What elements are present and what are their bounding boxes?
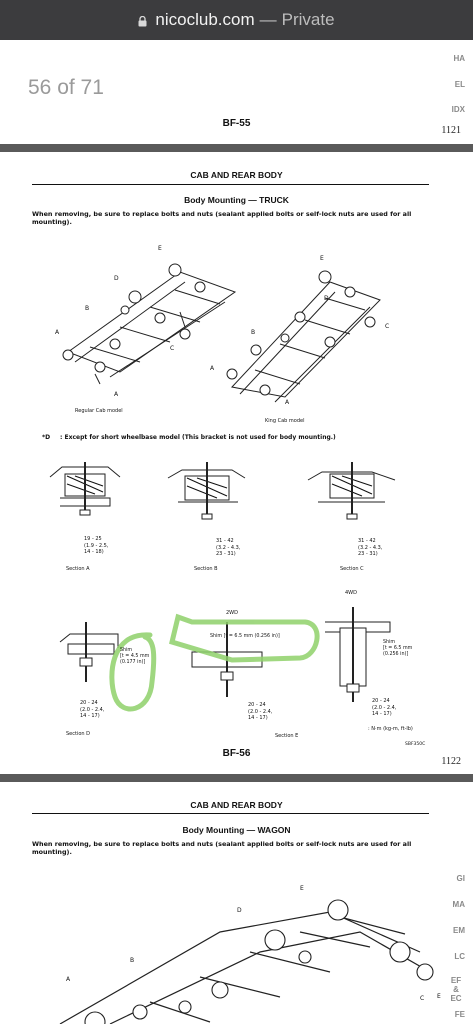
torque-a: 19 - 25(1.9 - 2.5,14 - 18) bbox=[84, 536, 109, 555]
model-label-regular: Regular Cab model bbox=[75, 408, 123, 414]
callout-c: C bbox=[385, 323, 389, 330]
side-tab: GI bbox=[456, 874, 465, 883]
lock-icon bbox=[138, 15, 147, 27]
svg-text:D: D bbox=[237, 907, 242, 914]
side-tab: FE bbox=[454, 1010, 465, 1019]
callout-d: D bbox=[114, 275, 119, 282]
section-label-e: Section E bbox=[275, 733, 299, 739]
address-bar[interactable]: nicoclub.com — Private bbox=[0, 0, 473, 40]
section-title: CAB AND REAR BODY bbox=[190, 800, 283, 810]
footnote-marker: *D bbox=[42, 434, 51, 441]
figure-code: SBF350C bbox=[405, 742, 426, 747]
footnote-text: : Except for short wheelbase model (This… bbox=[60, 434, 336, 441]
svg-text:E: E bbox=[300, 885, 304, 892]
shim-label-e: Shim [t = 6.5 mm (0.256 in)] bbox=[210, 634, 280, 639]
side-tab: EM bbox=[453, 926, 465, 935]
shim-label-4wd: Shim[t = 6.5 mm(0.256 in)] bbox=[383, 640, 413, 658]
callout-e: E bbox=[320, 255, 324, 262]
side-tab: HA bbox=[453, 54, 465, 63]
svg-text:C: C bbox=[420, 995, 424, 1002]
page-code: BF-55 bbox=[222, 118, 251, 129]
side-tab: EL bbox=[454, 80, 465, 89]
torque-c: 31 - 42(3.2 - 4.3,23 - 31) bbox=[358, 538, 383, 557]
privacy-label: Private bbox=[281, 10, 335, 29]
side-tab: EF & EC bbox=[450, 976, 462, 1003]
side-tab: MA bbox=[452, 900, 465, 909]
torque-b: 31 - 42(3.2 - 4.3,23 - 31) bbox=[216, 538, 241, 557]
callout-d: D bbox=[324, 295, 329, 302]
torque-d: 20 - 24(2.0 - 2.4,14 - 17) bbox=[80, 700, 105, 719]
svg-text:B: B bbox=[130, 957, 134, 964]
callout-e: E bbox=[158, 245, 162, 252]
callout-a: A bbox=[114, 391, 119, 398]
svg-text:E: E bbox=[437, 993, 441, 1000]
page-number: 1122 bbox=[441, 756, 461, 767]
torque-4wd: 20 - 24(2.0 - 2.4,14 - 17) bbox=[372, 698, 397, 717]
callout-b: B bbox=[85, 305, 89, 312]
wagon-frame-diagram: A B D E C E bbox=[59, 885, 441, 1024]
url-separator: — bbox=[259, 10, 277, 29]
url-host: nicoclub.com bbox=[155, 10, 255, 29]
side-tab: IDX bbox=[451, 105, 465, 114]
torque-e: 20 - 24(2.0 - 2.4,14 - 17) bbox=[248, 702, 273, 721]
section-label-b: Section B bbox=[194, 566, 218, 572]
svg-text:A: A bbox=[66, 976, 71, 983]
pdf-page-bf56: CAB AND REAR BODY Body Mounting — TRUCK … bbox=[0, 152, 473, 774]
pdf-page-bf57: CAB AND REAR BODY Body Mounting — WAGON … bbox=[0, 782, 473, 1024]
page-subtitle: Body Mounting — WAGON bbox=[182, 825, 291, 835]
section-label-c: Section C bbox=[340, 566, 364, 572]
pdf-page-bf55: 56 of 71 BF-55 1121 HA EL IDX bbox=[0, 40, 473, 144]
label-4wd: 4WD bbox=[345, 590, 357, 596]
section-diagrams bbox=[49, 462, 396, 712]
page-code: BF-56 bbox=[222, 748, 251, 759]
page-counter: 56 of 71 bbox=[28, 76, 104, 99]
side-tab: LC bbox=[454, 952, 465, 961]
section-label-d: Section D bbox=[66, 731, 91, 737]
page-subtitle: Body Mounting — TRUCK bbox=[184, 195, 289, 205]
section-title: CAB AND REAR BODY bbox=[190, 170, 283, 180]
header-rule bbox=[32, 184, 429, 185]
page-number: 1121 bbox=[441, 125, 461, 136]
callout-b: B bbox=[251, 329, 255, 336]
label-2wd: 2WD bbox=[226, 610, 238, 616]
shim-label-d: Shim[t = 4.5 mm(0.177 in)] bbox=[120, 648, 150, 666]
model-label-king: King Cab model bbox=[265, 418, 305, 424]
highlight-marks bbox=[109, 613, 320, 712]
header-rule bbox=[32, 813, 429, 814]
intro-text: When removing, be sure to replace bolts … bbox=[32, 210, 412, 227]
callout-a: A bbox=[285, 399, 290, 406]
callout-a: A bbox=[210, 365, 215, 372]
callout-a: A bbox=[55, 329, 60, 336]
unit-legend: : N·m (kg-m, ft-lb) bbox=[368, 726, 413, 732]
intro-text: When removing, be sure to replace bolts … bbox=[32, 840, 412, 857]
frame-diagrams: A B C D E A A B C D E A bbox=[55, 245, 389, 406]
section-label-a: Section A bbox=[66, 566, 90, 572]
callout-c: C bbox=[170, 345, 174, 352]
